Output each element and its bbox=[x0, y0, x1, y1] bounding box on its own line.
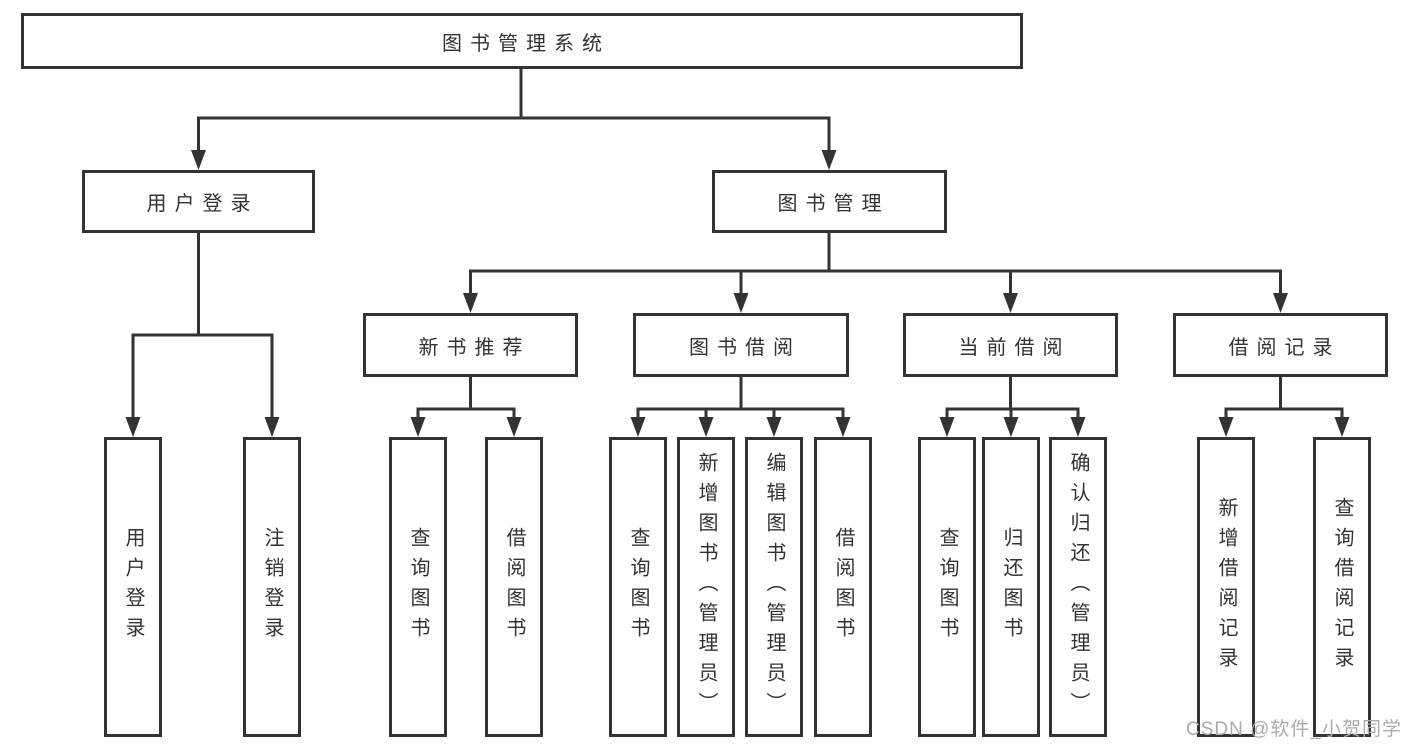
leaf-records-query-record: 查询借阅记录 bbox=[1313, 437, 1371, 737]
node-label: 当前借阅 bbox=[958, 336, 1071, 359]
leaf-current-query-books: 查询图书 bbox=[918, 437, 976, 737]
leaf-label: 借阅图书 bbox=[832, 527, 854, 647]
leaf-current-return-books: 归还图书 bbox=[982, 437, 1040, 737]
node-label: 借阅记录 bbox=[1228, 336, 1341, 359]
leaf-current-confirm-return-admin: 确认归还（管理员） bbox=[1049, 437, 1107, 737]
node-book-management: 图书管理 bbox=[712, 170, 947, 233]
leaf-label: 编辑图书（管理员） bbox=[763, 452, 785, 722]
leaf-label: 新增借阅记录 bbox=[1215, 497, 1237, 677]
leaf-label: 用户登录 bbox=[122, 527, 144, 647]
node-current-borrowing: 当前借阅 bbox=[903, 313, 1118, 377]
leaf-records-add-record: 新增借阅记录 bbox=[1197, 437, 1255, 737]
leaf-borrowing-query-books: 查询图书 bbox=[609, 437, 667, 737]
leaf-recommend-query-books: 查询图书 bbox=[389, 437, 447, 737]
node-label: 用户登录 bbox=[146, 193, 259, 215]
leaf-label: 查询图书 bbox=[407, 527, 429, 647]
leaf-user-login: 用户登录 bbox=[104, 437, 162, 737]
node-user-login: 用户登录 bbox=[82, 170, 315, 233]
node-label: 新书推荐 bbox=[418, 336, 531, 359]
leaf-label: 新增图书（管理员） bbox=[695, 452, 717, 722]
leaf-borrowing-borrow-books: 借阅图书 bbox=[814, 437, 872, 737]
leaf-label: 查询图书 bbox=[936, 527, 958, 647]
node-borrowing-records: 借阅记录 bbox=[1173, 313, 1388, 377]
leaf-label: 注销登录 bbox=[261, 527, 283, 647]
leaf-label: 借阅图书 bbox=[503, 527, 525, 647]
leaf-label: 确认归还（管理员） bbox=[1067, 452, 1089, 722]
leaf-label: 归还图书 bbox=[1000, 527, 1022, 647]
arrowheads bbox=[125, 150, 1350, 437]
leaf-recommend-borrow-books: 借阅图书 bbox=[485, 437, 543, 737]
leaf-label: 查询借阅记录 bbox=[1331, 497, 1353, 677]
csdn-watermark: CSDN @软件_小贺同学 bbox=[1186, 719, 1402, 740]
leaf-label: 查询图书 bbox=[627, 527, 649, 647]
node-book-borrowing: 图书借阅 bbox=[633, 313, 849, 377]
node-label: 图书管理 bbox=[777, 193, 890, 215]
node-root-system: 图书管理系统 bbox=[21, 13, 1023, 69]
node-new-book-recommendation: 新书推荐 bbox=[363, 313, 578, 377]
node-label: 图书管理系统 bbox=[442, 32, 610, 55]
leaf-logout: 注销登录 bbox=[243, 437, 301, 737]
leaf-borrowing-add-books-admin: 新增图书（管理员） bbox=[677, 437, 735, 737]
leaf-borrowing-edit-books-admin: 编辑图书（管理员） bbox=[745, 437, 803, 737]
node-label: 图书借阅 bbox=[689, 336, 801, 359]
